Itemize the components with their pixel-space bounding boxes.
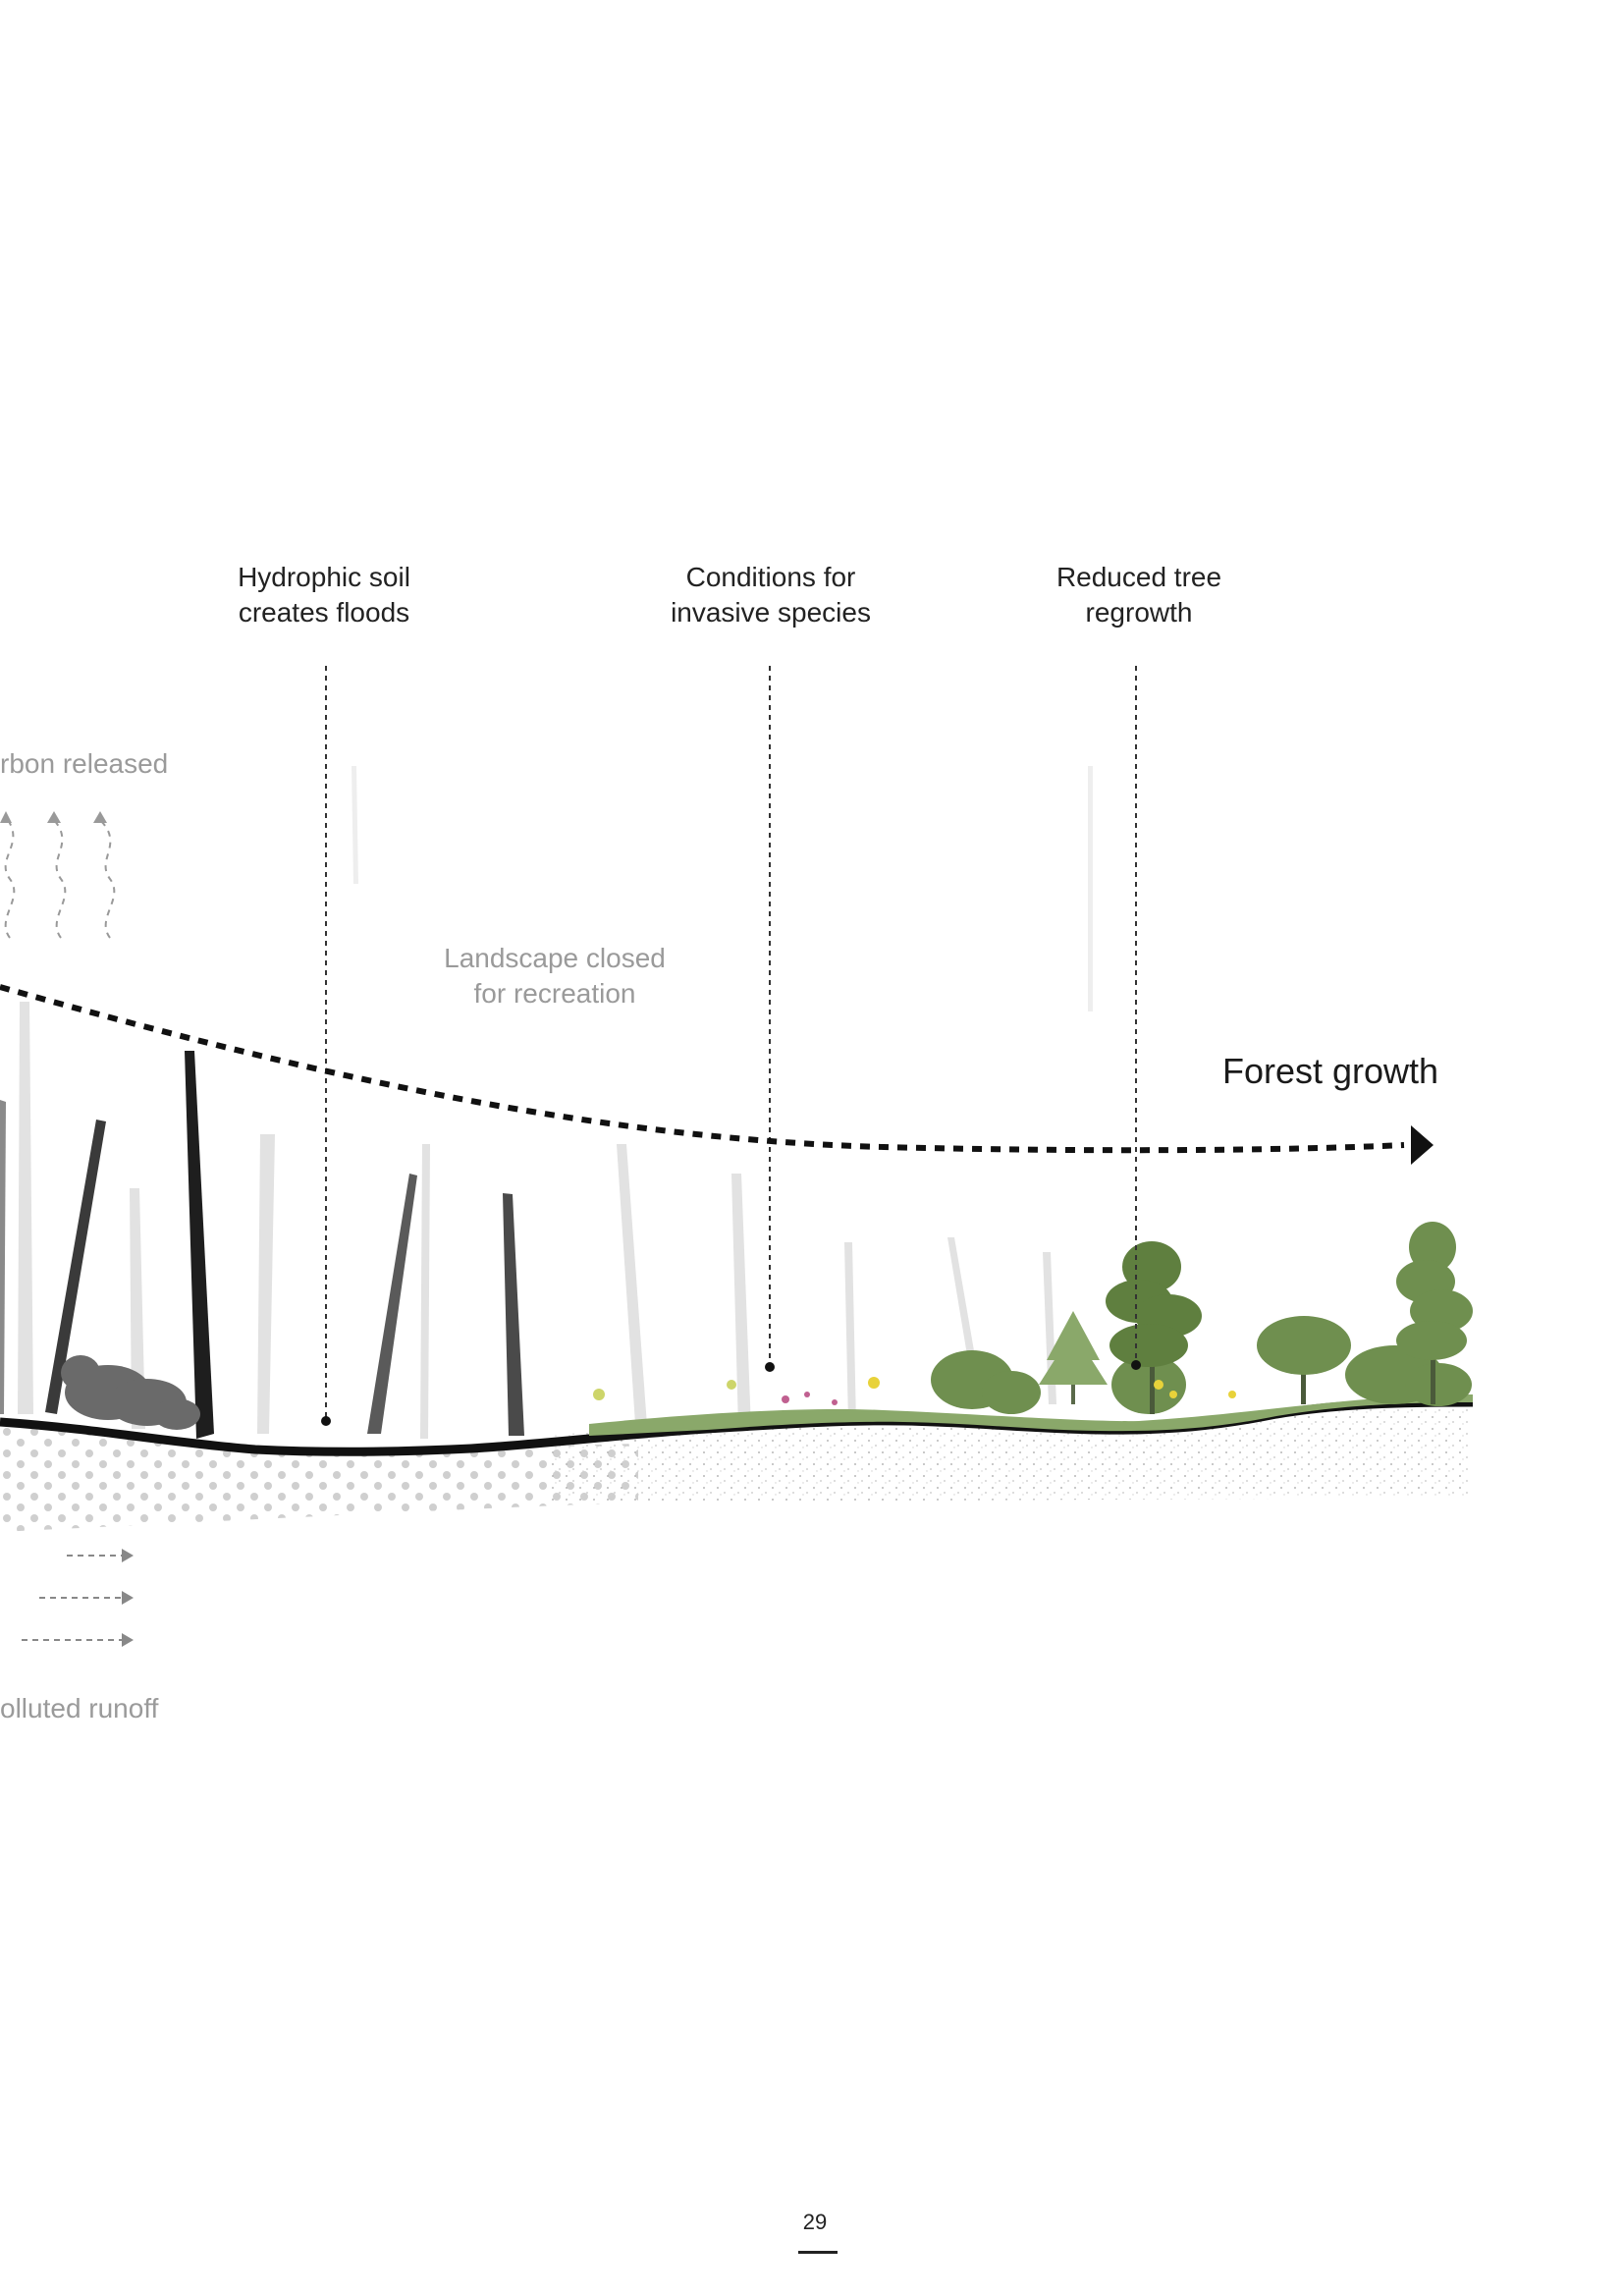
landscape-closed-label: Landscape closed for recreation [432,941,677,1012]
leader-lines [325,666,1137,1421]
invasive-species-label-line1: Conditions for [685,562,856,592]
carbon-release-arrows [4,819,116,939]
dead-trees [0,1051,524,1439]
pine-tree-2 [1396,1222,1473,1404]
reduced-regrowth-label: Reduced tree regrowth [1041,560,1237,631]
page-number-underline [798,2251,838,2254]
forest-growth-label: Forest growth [1222,1051,1439,1091]
young-pine [1039,1311,1108,1404]
runoff-arrowheads [122,1549,134,1647]
reduced-regrowth-label-line1: Reduced tree [1055,562,1222,592]
leader-dots [321,1360,1141,1426]
hydrophic-soil-label-line1: Hydrophic soil [238,562,410,592]
carbon-released-label: rbon released [0,748,169,779]
landscape-closed-label-line1: Landscape closed [444,943,666,973]
wildflowers [593,1377,1236,1405]
forest-growth-arrowhead [1411,1125,1434,1165]
polluted-runoff-label: olluted runoff [0,1693,159,1723]
broadleaf-tree [1257,1316,1351,1404]
landscape-closed-label-line2: for recreation [473,978,636,1010]
pine-tree-1 [1106,1241,1202,1414]
green-shrubs [931,1345,1472,1414]
invasive-species-label-line2: invasive species [671,597,871,629]
reduced-regrowth-label-line2: regrowth [1085,597,1193,629]
ghost-trees [18,766,1093,1439]
dead-shrub [61,1355,200,1430]
hydrophic-soil-label: Hydrophic soil creates floods [226,560,422,631]
carbon-arrowheads [0,811,107,823]
hydrophic-soil-label-line2: creates floods [238,597,410,629]
page-number: 29 [802,2210,828,2234]
invasive-species-label: Conditions for invasive species [658,560,884,631]
forest-growth-curve [0,984,1405,1154]
runoff-arrows [22,1555,123,1641]
